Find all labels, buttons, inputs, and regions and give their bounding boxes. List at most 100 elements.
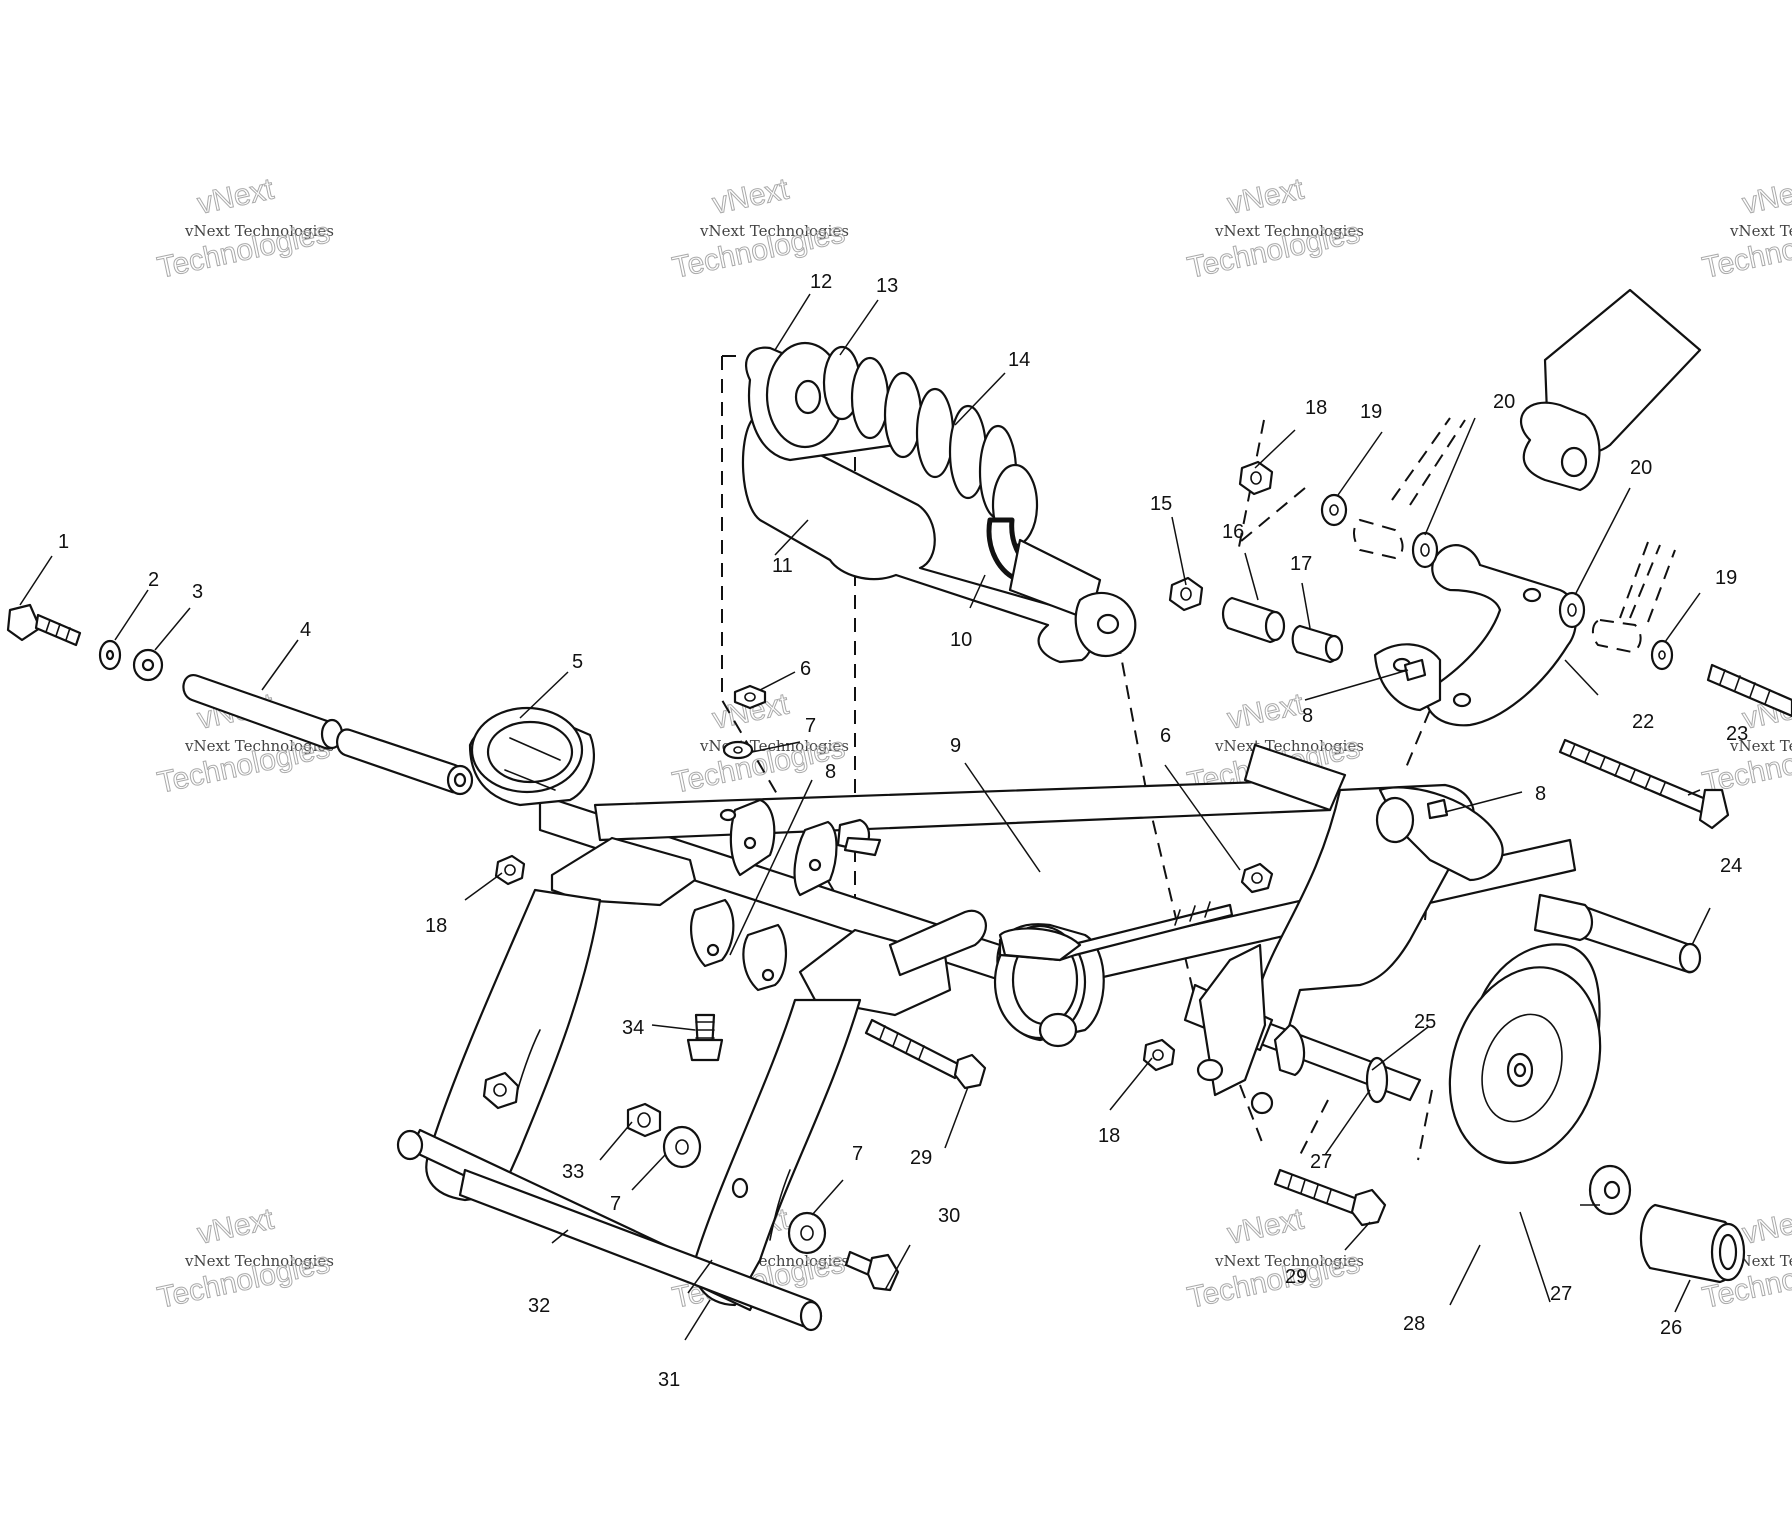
rocker-hole [1452,692,1472,708]
bolt-29-head [953,1053,987,1090]
nut-15 [1168,576,1204,612]
callout-31: 31 [658,1369,680,1391]
nut-6-hole [744,692,756,702]
callout-6: 6 [800,658,811,680]
bushing [843,836,882,857]
callout-33: 33 [562,1161,584,1183]
spacer-26-bore [1718,1233,1738,1271]
svg-text:vNext: vNext [1225,1202,1308,1250]
nut-6 [733,684,767,710]
nut-hole [493,1083,507,1097]
svg-text:vNext Technologies: vNext Technologies [1729,222,1792,240]
swing-arms [396,888,862,1332]
bushing-ghost [1592,618,1642,654]
rod-end [799,1300,823,1332]
callout-19: 19 [1360,401,1382,423]
axle-end [1678,942,1702,974]
nut-18 [1238,460,1274,496]
shock-eye-hole [794,379,822,415]
nut [482,1071,520,1110]
svg-text:vNext: vNext [710,172,793,220]
wheel-hub-ring [1481,1013,1563,1123]
shock-lower-eye-hole [1096,613,1120,635]
bolt-8 [1426,798,1449,820]
rear-axle-assembly [1183,783,1702,1115]
axle-shaft [1573,903,1699,974]
axle-shaft-lower [1248,1018,1422,1102]
nut-15-hole [1180,587,1192,601]
nut-33 [626,1102,662,1138]
cross-shaft [182,674,474,796]
washer-19 [1320,493,1348,527]
bushing-17-end [1324,634,1344,662]
svg-text:vNext Technologies: vNext Technologies [1214,1252,1364,1270]
upper-rear-tube [1243,743,1347,812]
callout-22: 22 [1632,711,1654,733]
washer-19-hole [1329,504,1339,516]
callout-4: 4 [300,619,311,641]
bolt-head [1698,788,1730,830]
callout-30: 30 [938,1205,960,1227]
bolt-long-right [1706,663,1792,718]
nut-18-hole [1250,471,1262,485]
callout-27: 27 [1310,1151,1332,1173]
rear-shock-eye-hole [1560,446,1588,478]
callout-8: 8 [1535,783,1546,805]
rocker-arm [1373,544,1578,727]
spacer [1273,1023,1306,1077]
svg-text:vNext: vNext [1740,172,1792,220]
svg-text:vNext: vNext [195,1202,278,1250]
wheel-hub-hole [1513,1062,1527,1078]
svg-text:vNext Technologies: vNext Technologies [1729,737,1792,755]
callout-28: 28 [1403,1313,1425,1335]
washer-20 [1558,591,1586,629]
washer-20-hole [1567,603,1577,617]
rocker-hole [1522,587,1542,603]
washer-20 [1411,531,1439,569]
shaft-end-hole [453,772,467,788]
bushing-16-end [1264,610,1286,642]
svg-text:vNext Technologies: vNext Technologies [184,737,334,755]
tab [742,923,788,992]
callout-8: 8 [1302,705,1313,727]
watermark: vNext vNext Technologies Technologies [1184,1202,1364,1315]
svg-text:vNext Technologies: vNext Technologies [699,222,849,240]
spring-coil [883,371,923,459]
watermark: vNext vNext Technologies Technologies [669,172,849,285]
callout-2: 2 [148,569,159,591]
spring-coil [850,356,890,440]
tab-hole [761,968,775,982]
axle-bracket-eye [1375,796,1415,844]
pin-9-head [998,927,1082,962]
svg-text:vNext: vNext [1225,687,1308,735]
callout-20: 20 [1630,457,1652,479]
washer-7 [722,740,754,760]
callout-25: 25 [1414,1011,1436,1033]
tab [793,820,838,897]
callout-26: 26 [1660,1317,1682,1339]
callout-7: 7 [610,1193,621,1215]
nut-18 [494,854,526,886]
fasteners [6,417,1676,1292]
frame-gusset [888,909,987,977]
bracket-arm [1198,943,1267,1097]
callout-8: 8 [825,761,836,783]
callout-13: 13 [876,275,898,297]
nut-18-hole [1152,1049,1164,1061]
callout-18: 18 [1305,397,1327,419]
svg-text:vNext Technologies: vNext Technologies [1214,737,1364,755]
callout-3: 3 [192,581,203,603]
watermark: vNext vNext Technologies Technologies [1699,172,1792,285]
left-swing-arm [425,888,602,1202]
washer-2-hole [105,649,115,661]
washer-19 [1650,639,1674,671]
nut-18 [1142,1038,1176,1072]
bolt-23 [1558,738,1730,830]
callout-15: 15 [1150,493,1172,515]
svg-text:vNext: vNext [1225,172,1308,220]
bolt-30-head [866,1253,900,1292]
tab [690,898,735,968]
rod-end [396,1129,424,1161]
mount-bracket [550,836,697,907]
